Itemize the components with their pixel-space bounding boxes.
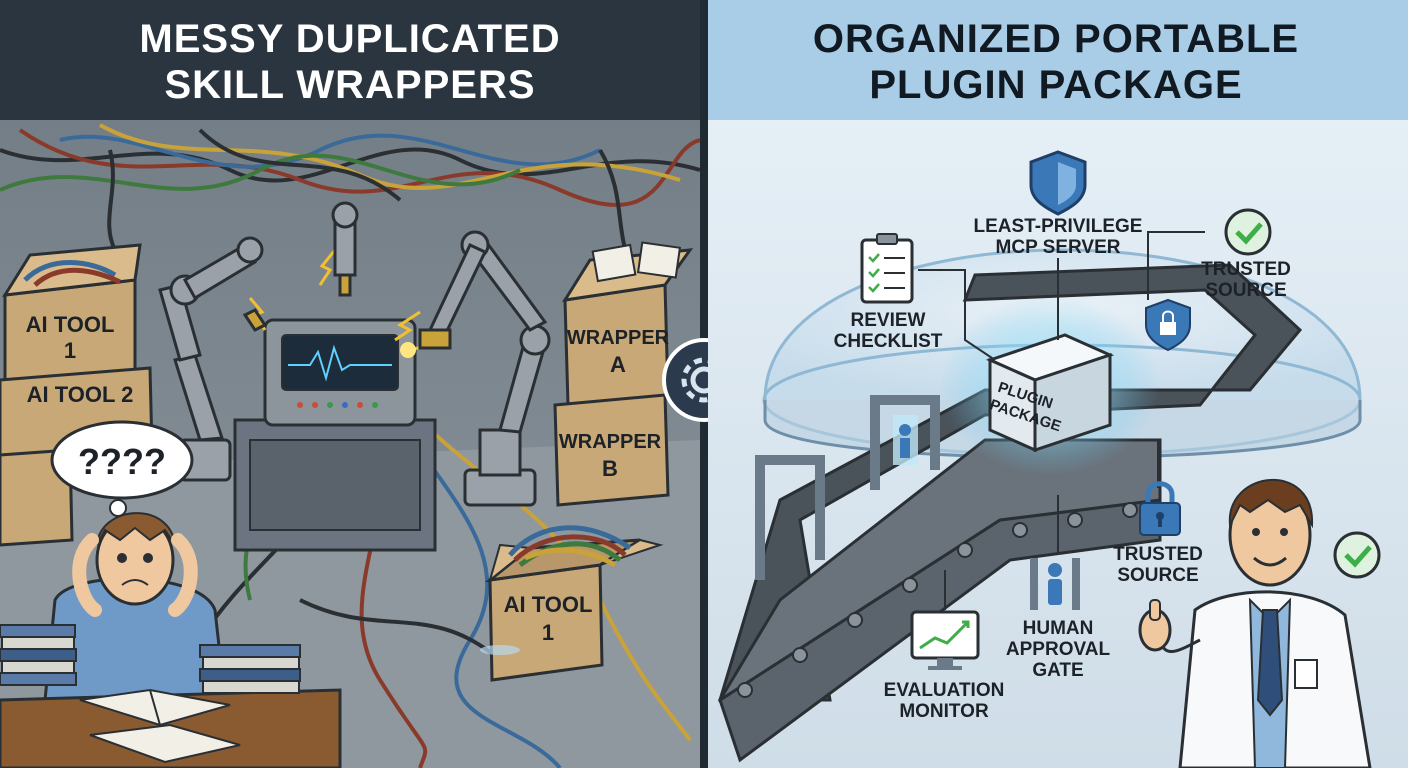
robot-arm-left xyxy=(158,236,268,482)
human-gate-label-line3: GATE xyxy=(1032,660,1083,681)
trusted-bottom-label-line1: TRUSTED xyxy=(1113,544,1203,565)
check-icon-top xyxy=(1224,208,1272,256)
scanner-gate-middle xyxy=(870,395,940,490)
box-wrapper-b-label-line2: B xyxy=(602,456,618,481)
tangled-cables xyxy=(0,123,701,282)
box-ai-tool-1-label-line1: AI TOOL xyxy=(26,312,115,337)
plugin-package: PLUGIN PACKAGE xyxy=(940,295,1160,475)
clipboard-icon xyxy=(860,233,914,304)
lock-icon xyxy=(1139,481,1181,536)
review-connector xyxy=(918,269,996,361)
eval-label-line1: EVALUATION xyxy=(884,680,1005,701)
robot-arm-center xyxy=(331,201,359,297)
box-wrapper-b: WRAPPER B xyxy=(553,393,670,507)
left-panel: MESSY DUPLICATED SKILL WRAPPERS xyxy=(0,0,701,768)
box-wrapper-a-label-line1: WRAPPER xyxy=(567,327,670,349)
scanner-gate-front xyxy=(755,455,825,580)
trusted-top-label-line2: SOURCE xyxy=(1205,280,1286,301)
left-title-line1: MESSY DUPLICATED xyxy=(139,17,560,61)
right-title-bar xyxy=(708,0,1408,120)
review-label-line2: CHECKLIST xyxy=(834,331,943,352)
box-ai-tool-2-label: AI TOOL 2 xyxy=(27,382,134,407)
conveyor-belt xyxy=(717,263,1303,763)
box-ai-tool-1: AI TOOL 1 xyxy=(2,243,142,387)
left-title-bar xyxy=(0,0,700,120)
right-panel: ORGANIZED PORTABLE PLUGIN PACKAGE xyxy=(708,0,1408,768)
box-wrapper-a-label-line2: A xyxy=(610,352,626,377)
stressed-developer xyxy=(43,512,227,702)
thought-bubble-text: ???? xyxy=(78,441,166,482)
eval-label-line2: MONITOR xyxy=(899,701,989,722)
desk-with-books xyxy=(0,624,342,768)
lock-shield-icon xyxy=(1145,298,1191,352)
box-bottom-left xyxy=(0,448,74,547)
box-ai-tool-1-open-label-line2: 1 xyxy=(542,620,554,645)
mcp-label-line1: LEAST-PRIVILEGE xyxy=(974,216,1143,237)
human-gate-label-line1: HUMAN xyxy=(1023,618,1094,639)
review-label-line1: REVIEW xyxy=(851,310,926,331)
robot-arm-right xyxy=(418,230,551,507)
trusted-top-connector xyxy=(1147,231,1205,300)
trusted-bottom-label-line2: SOURCE xyxy=(1117,565,1198,586)
trusted-top-label-line1: TRUSTED xyxy=(1201,259,1291,280)
confident-engineer xyxy=(1138,478,1372,768)
shield-icon xyxy=(1029,150,1087,216)
check-icon-bottom xyxy=(1333,531,1381,579)
water-puddle xyxy=(480,645,520,655)
monitor-chart-icon xyxy=(910,610,980,670)
human-gate-icon xyxy=(1030,558,1080,610)
right-title-line2: PLUGIN PACKAGE xyxy=(869,63,1242,107)
left-title-line2: SKILL WRAPPERS xyxy=(164,63,535,107)
right-title-line1: ORGANIZED PORTABLE xyxy=(813,17,1299,61)
box-wrapper-b-label-line1: WRAPPER xyxy=(559,431,662,453)
central-machine xyxy=(233,318,437,552)
mcp-label-line2: MCP SERVER xyxy=(996,237,1121,258)
box-ai-tool-1-label-line2: 1 xyxy=(64,338,76,363)
human-gate-label-line2: APPROVAL xyxy=(1006,639,1111,660)
box-ai-tool-1-open-label-line1: AI TOOL xyxy=(504,592,593,617)
